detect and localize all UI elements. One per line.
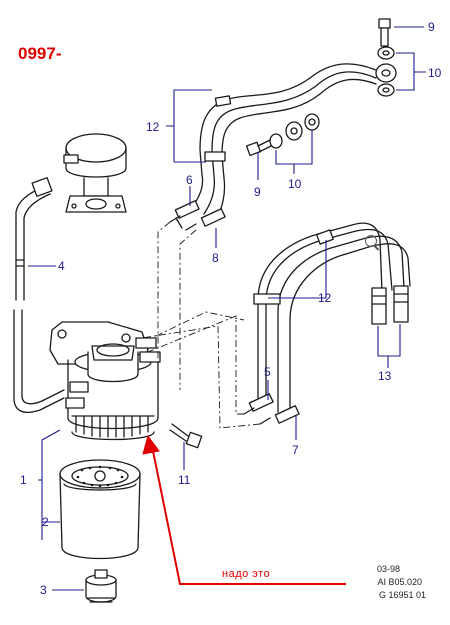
upper-fuel-pipes: [187, 63, 377, 219]
callout-7: 7: [292, 443, 299, 457]
callout-8: 8: [212, 251, 219, 265]
drain-plug-3: [85, 569, 117, 603]
callout-12-lower: 12: [318, 291, 332, 305]
callout-1: 1: [20, 473, 27, 487]
annotation-arrow: [142, 434, 346, 585]
filter-head: [49, 321, 161, 441]
callout-11: 11: [178, 473, 191, 487]
callout-12-upper: 12: [146, 120, 160, 134]
reference-date: 03-98: [376, 564, 400, 574]
pipe-fittings-5-7: [243, 393, 300, 425]
pipe-fittings-6-8: [169, 200, 226, 231]
hose-4: [13, 177, 65, 413]
callout-5: 5: [264, 365, 271, 379]
callout-6: 6: [186, 173, 193, 187]
bolt-9-center: [245, 139, 272, 157]
callout-2: 2: [42, 515, 49, 529]
callout-leaders: [28, 26, 426, 591]
reference-number: G 16951 01: [378, 590, 426, 600]
annotation-note: надо это: [222, 568, 271, 580]
diagram-code: 0997-: [18, 44, 62, 63]
bolt-11: [169, 423, 203, 449]
callout-10-center: 10: [288, 177, 302, 191]
washers-10-center: [269, 113, 320, 149]
priming-pump: [63, 133, 127, 213]
banjo-fitting-top: [375, 63, 397, 83]
washers-10-top: [377, 46, 395, 97]
routing-lines: [141, 221, 261, 429]
callout-3: 3: [40, 583, 47, 597]
pipe-fittings-13: [371, 285, 409, 325]
filter-element-2: [59, 459, 141, 560]
callout-9-center: 9: [254, 185, 261, 199]
callout-10-top: 10: [428, 66, 442, 80]
bolt-9-top: [378, 18, 391, 47]
callout-9-top: 9: [428, 20, 435, 34]
reference-code: AI B05.020: [377, 577, 422, 587]
callout-13: 13: [378, 369, 392, 383]
callout-4: 4: [58, 259, 65, 273]
zoom-cursor-icon: [365, 235, 377, 247]
injector-pipes-right: [253, 222, 411, 419]
